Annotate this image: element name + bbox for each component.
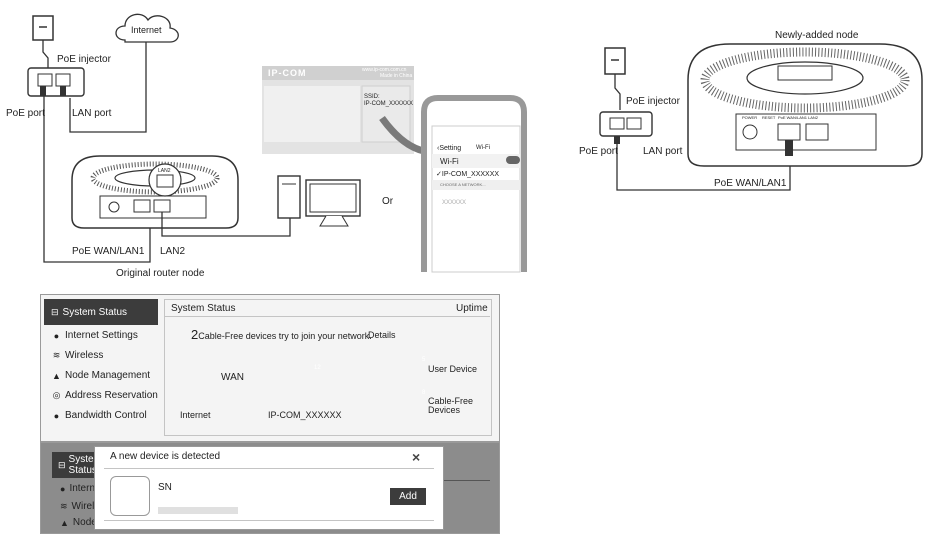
add-button[interactable]: Add [390,488,426,505]
overlay-divider [444,480,490,481]
internet-cloud-icon [115,13,179,43]
port-label-power: POWER [742,115,758,120]
new-device-dialog [94,446,444,530]
dialog-divider [104,468,434,469]
bandwidth-control-icon: ● [53,410,60,421]
poe-injector-label-right: PoE injector [626,96,680,107]
poe-injector-device-right [599,111,653,144]
close-icon[interactable]: × [412,449,421,465]
device-thumbnail [110,476,150,516]
poe-injector-label: PoE injector [57,54,111,65]
node-management-icon: ▲ [52,370,61,381]
sn-label: SN [158,482,172,493]
address-reservation-icon: ◎ [52,390,61,400]
phone-wifi-row: Wi-Fi [440,157,459,166]
sidebar-item-wireless[interactable]: ≋Wireless [52,350,104,361]
details-link[interactable]: Details [368,330,396,340]
router-name-label: IP-COM_XXXXXX [268,410,342,420]
card-brand: IP-COM [268,68,307,78]
card-ssid-value: IP-COM_XXXXXX [364,101,414,107]
sidebar-item-node-management[interactable]: ▲Node Management [52,370,151,381]
poe-port-label: PoE port [6,108,45,119]
wireless-icon: ≋ [52,350,61,360]
join-notice: 2Cable-Free devices try to join your net… [191,327,372,342]
wan-label: WAN [221,372,244,383]
dialog-title: A new device is detected [110,451,221,462]
content-divider [164,316,490,317]
uptime-label: Uptime [456,303,488,314]
new-node-label: Newly-added node [775,30,859,41]
card-ssid-label: SSID: [364,94,380,100]
sidebar-head-system-status[interactable]: ⊟ System Status [44,299,158,325]
status-icon: ⊟ [51,306,59,317]
computer-icon [277,175,361,227]
overlay-menu-node: ▲Node Management [60,517,96,528]
phone-other-network[interactable]: XXXXXX [442,200,467,206]
power-adapter-icon [32,15,54,68]
phone-back[interactable]: ‹Setting [437,145,462,152]
poe-wan-label-right: PoE WAN/LAN1 [714,178,787,189]
lan2-plug-label: LAN2 [158,168,171,174]
internet-label: Internet [131,25,162,35]
user-device-label: User Device [428,364,478,374]
internet-settings-icon: ● [53,330,60,341]
sidebar-item-internet-settings[interactable]: ●Internet Settings [53,330,138,341]
user-device-badge: 5 [422,357,426,363]
port-label-reset: RESET [762,115,776,120]
port-label-poe-wan: PoE WAN/LAN1 [778,115,807,120]
newly-added-router-node [687,43,923,167]
phone-title: Wi-Fi [476,145,490,151]
smartphone-icon [421,95,527,273]
overlay-menu-internet: ●Internet Settings [60,483,96,494]
phone-connected-network[interactable]: ✓IP-COM_XXXXXX [436,171,500,178]
content-title: System Status [171,303,236,314]
phone-choose: CHOOSE A NETWORK... [440,182,486,187]
sidebar-item-bandwidth-control[interactable]: ●Bandwidth Control [53,410,147,421]
lan2-label: LAN2 [160,246,186,257]
device-label-card [262,66,414,154]
poe-port-label-right: PoE port [579,146,618,157]
dialog-bottom-divider [104,520,434,521]
overlay-sidebar-head: ⊟ System Status [52,452,98,478]
or-label: Or [382,196,394,207]
cable-free-badge: 8 [422,390,426,396]
card-url: www.ip-com.com.cn [362,67,407,73]
overlay-menu-wireless: ≋Wireless [60,501,96,512]
power-adapter-icon-right [604,47,626,110]
original-router-node [71,155,239,229]
port-label-lan2: LAN2 [808,115,819,120]
poe-injector-device [27,67,85,97]
internet-node-label: Internet [180,410,211,420]
sidebar-item-address-reservation[interactable]: ◎Address Reservation [52,390,158,401]
poe-wan-label: PoE WAN/LAN1 [72,246,145,257]
original-node-caption: Original router node [116,268,205,279]
lan-port-label-right: LAN port [643,146,683,157]
lan-port-label: LAN port [72,108,112,119]
router-badge: 12 [314,365,321,371]
card-made: Made in China [380,73,413,79]
sn-value-redacted [158,507,238,514]
overlay-status-icon: ⊟ [58,459,66,470]
